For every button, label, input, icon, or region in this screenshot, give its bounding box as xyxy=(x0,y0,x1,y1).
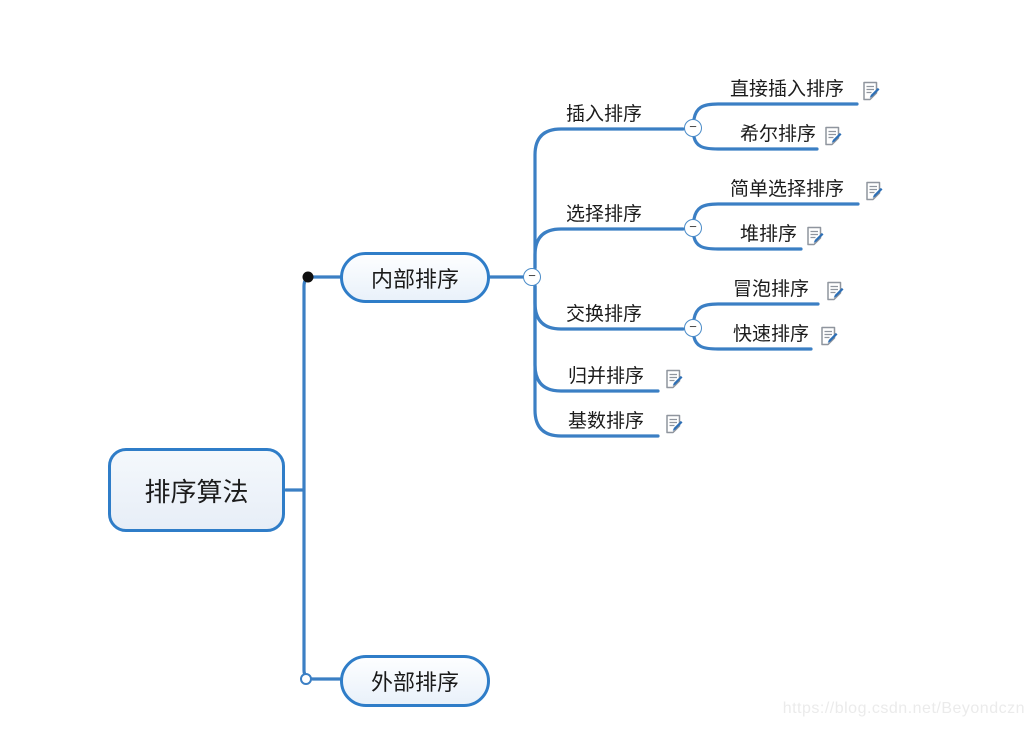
notes-icon[interactable] xyxy=(860,80,882,102)
leaf-bubble-sort[interactable]: 冒泡排序 xyxy=(733,279,810,300)
branch-insertion-sort[interactable]: 插入排序 xyxy=(566,104,643,125)
leaf-quick-sort[interactable]: 快速排序 xyxy=(733,324,810,345)
collapse-button-internal-sort[interactable]: − xyxy=(523,268,541,286)
internal-node-label: 内部排序 xyxy=(370,266,459,292)
leaf-heap-sort[interactable]: 堆排序 xyxy=(740,224,798,245)
branch-radix-sort[interactable]: 基数排序 xyxy=(568,411,645,432)
branch-exchange-sort[interactable]: 交换排序 xyxy=(566,304,643,325)
notes-icon[interactable] xyxy=(818,325,840,347)
notes-icon[interactable] xyxy=(822,125,844,147)
notes-icon[interactable] xyxy=(804,225,826,247)
notes-icon[interactable] xyxy=(863,180,885,202)
branch-selection-sort[interactable]: 选择排序 xyxy=(566,204,643,225)
notes-icon[interactable] xyxy=(663,368,685,390)
watermark: https://blog.csdn.net/Beyondczn xyxy=(782,700,1025,717)
node-internal-sort[interactable]: 内部排序 xyxy=(340,252,490,303)
connector-simple-selection-sort xyxy=(692,202,860,221)
collapse-button-insertion-sort[interactable]: − xyxy=(684,119,702,137)
leaf-shell-sort[interactable]: 希尔排序 xyxy=(740,124,817,145)
trunk-bottom-ring xyxy=(300,673,312,685)
root-node-label: 排序算法 xyxy=(144,476,249,507)
notes-icon[interactable] xyxy=(663,413,685,435)
connector-insertion-sort xyxy=(533,127,685,270)
connector-bubble-sort xyxy=(692,302,820,321)
connector-trunk xyxy=(302,275,342,681)
connector-selection-sort xyxy=(533,227,685,270)
notes-icon[interactable] xyxy=(824,280,846,302)
external-node-label: 外部排序 xyxy=(370,670,459,695)
branch-merge-sort[interactable]: 归并排序 xyxy=(568,366,645,387)
root-node-sorting-algorithms[interactable]: 排序算法 xyxy=(108,448,285,532)
connector-direct-insertion-sort xyxy=(692,102,859,121)
collapse-button-exchange-sort[interactable]: − xyxy=(684,319,702,337)
leaf-simple-selection-sort[interactable]: 简单选择排序 xyxy=(730,179,845,200)
node-external-sort[interactable]: 外部排序 xyxy=(340,655,490,707)
trunk-top-dot xyxy=(302,271,314,283)
leaf-direct-insertion-sort[interactable]: 直接插入排序 xyxy=(730,79,845,100)
collapse-button-selection-sort[interactable]: − xyxy=(684,219,702,237)
